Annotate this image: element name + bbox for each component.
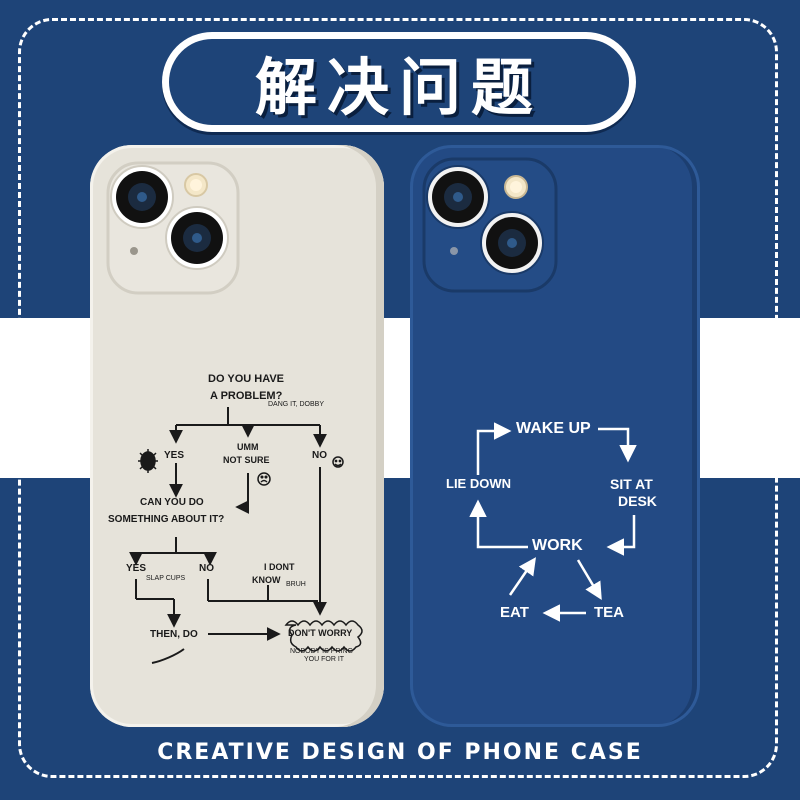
flow-question-note: DANG IT, DOBBY [268,401,325,408]
flow-yes2-label: YES [126,563,147,574]
camera-lens-icon [110,165,174,229]
flow-question-line1: DO YOU HAVE [208,373,284,385]
flow-no2-label: NO [199,563,214,574]
camera-lens-icon [426,165,490,229]
smiley-icon [332,456,344,468]
flowchart-lines [129,407,363,664]
cycle-arrows [469,422,637,622]
smiley-icon [257,472,271,486]
flow-can-you-line1: CAN YOU DO [140,497,204,508]
cycle-desk: DESK [618,493,657,509]
title-badge-inner: 解决问题 [169,39,629,125]
page-title: 解决问题 [254,51,543,124]
dashed-frame [18,18,778,778]
flash-icon [504,175,528,199]
flow-dont-worry-note2: YOU FOR IT [304,656,345,663]
flow-dont-know-line1: I DONT [264,562,295,572]
cycle-eat: EAT [500,604,529,621]
flow-yes-label: YES [164,450,185,461]
cycle-lie-down: LIE DOWN [446,476,511,491]
cycle-tea: TEA [594,604,624,621]
flow-umm-label: UMM [237,442,259,452]
flow-dont-worry-note1: NOBODY IS PRING [290,648,353,655]
blue-phone-case: WAKE UP SIT AT DESK LIE DOWN WORK EAT TE… [410,145,700,727]
bug-icon [138,449,158,473]
white-case-graphics [106,161,363,664]
flow-dont-worry-label: DON'T WORRY [288,628,353,638]
white-phone-case: DO YOU HAVE A PROBLEM? DANG IT, DOBBY YE… [90,145,384,727]
flash-icon [184,173,208,197]
camera-lens-icon [165,206,229,270]
flow-can-you-line2: SOMETHING ABOUT IT? [108,514,225,525]
footer-caption: CREATIVE DESIGN OF PHONE CASE [157,740,643,765]
flow-no-label: NO [312,450,327,461]
microphone-dot [450,247,458,255]
flow-not-sure-label: NOT SURE [223,455,270,465]
cycle-sit-at: SIT AT [610,476,653,492]
flow-dont-know-line2: KNOW [252,575,281,585]
flow-dont-know-note: BRUH [286,581,306,588]
flow-question-line2: A PROBLEM? [210,390,283,402]
flow-yes2-note: SLAP CUPS [146,575,186,582]
blue-case-graphics [422,157,637,622]
microphone-dot [130,247,138,255]
camera-lens-icon [480,211,544,275]
title-badge: 解决问题 [162,32,636,132]
flow-then-do-label: THEN, DO [150,629,198,640]
cycle-wake-up: WAKE UP [516,420,591,437]
cycle-work: WORK [532,537,583,554]
